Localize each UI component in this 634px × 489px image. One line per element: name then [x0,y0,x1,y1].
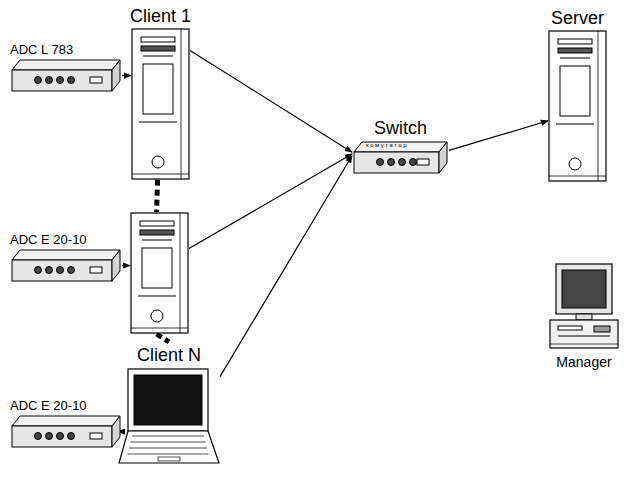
node-label: Server [551,8,604,30]
client-laptop-icon [118,367,220,467]
server-computer-drawing [548,30,607,182]
node-label: Client 1 [130,6,191,28]
client-laptop: Client N [118,345,220,467]
adc-device-icon [10,248,122,284]
adc-device-icon [10,414,122,450]
node-label: Manager [556,354,611,371]
client-computer-drawing [130,212,189,334]
arrow-connector [189,154,352,249]
node-label: ADC E 20-10 [10,398,87,414]
arrow-connector [190,50,352,152]
client-computer-drawing [131,28,190,180]
arrow-connector [220,156,352,377]
adc-device-drawing [10,414,122,450]
manager-computer: Manager [548,262,620,371]
client-laptop-drawing [118,367,220,467]
device-print: комутатор [366,142,408,148]
adc-device: ADC E 20-10 [10,232,122,284]
manager-computer-drawing [548,262,620,354]
adc-device-drawing [10,58,122,94]
client-computer [130,212,189,334]
manager-computer-icon [548,262,620,354]
arrow-connector [449,121,548,151]
adc-device: ADC E 20-10 [10,398,122,450]
node-label: Client N [137,345,201,367]
client-computer-icon [131,28,190,180]
node-label: ADC E 20-10 [10,232,87,248]
server-computer: Server [548,8,607,182]
dashed-link [157,334,169,342]
adc-device-drawing [10,248,122,284]
adc-device: ADC L 783 [10,42,122,94]
adc-device-icon [10,58,122,94]
arrow-connector [122,265,130,266]
client-computer: Client 1 [130,6,191,180]
network-switch-icon: комутатор [352,140,449,176]
arrow-connector [122,75,131,76]
client-computer-icon [130,212,189,334]
dashed-link [157,180,158,212]
node-label: ADC L 783 [10,42,73,58]
server-computer-icon [548,30,607,182]
network-switch: Switch комутатор [352,118,449,176]
node-label: Switch [374,118,427,140]
